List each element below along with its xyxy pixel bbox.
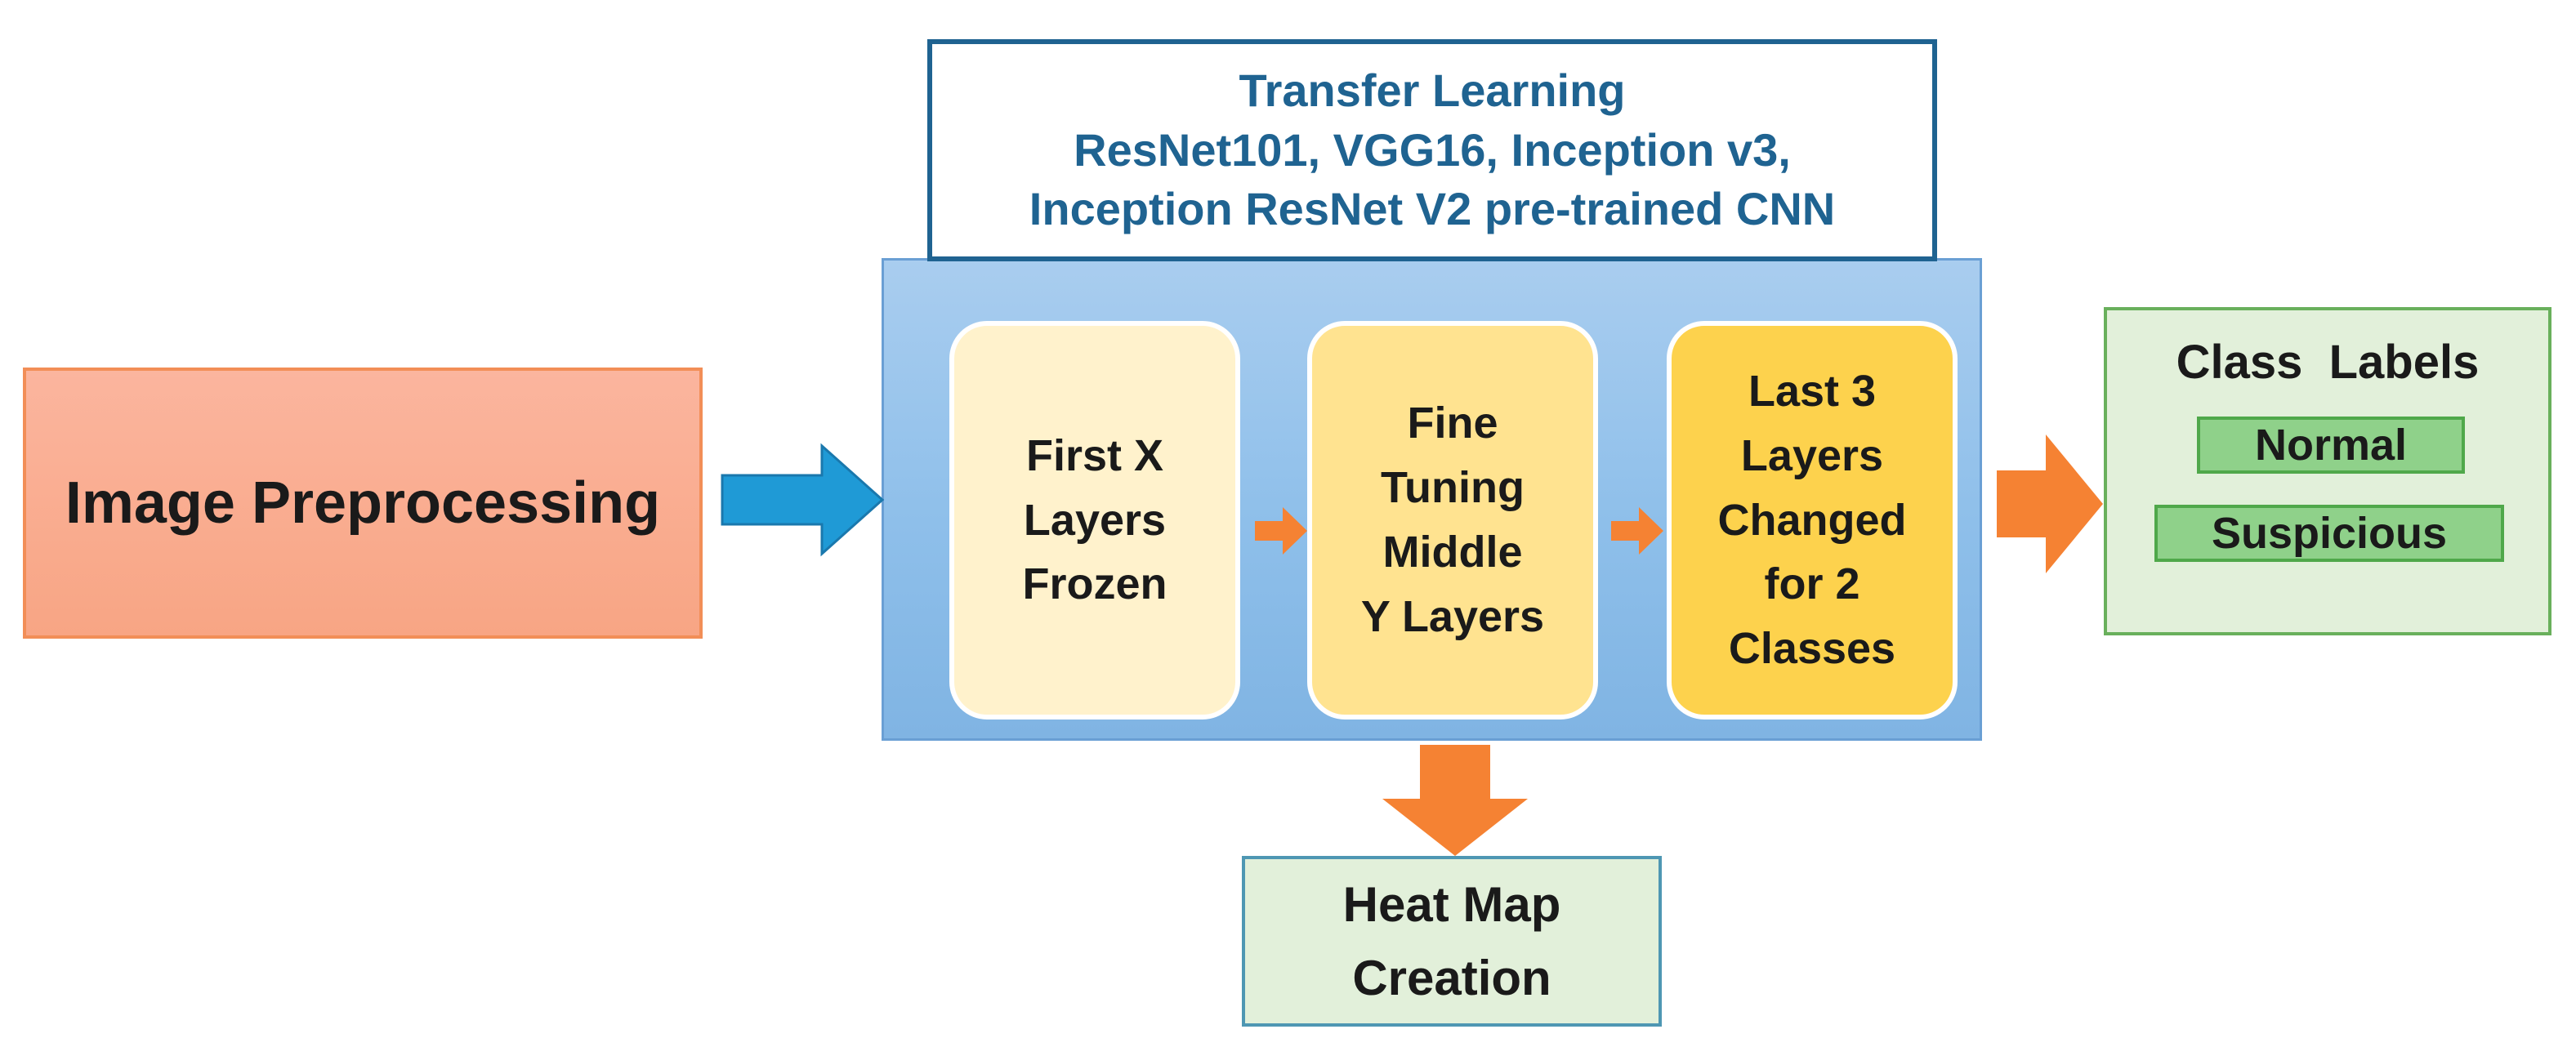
layer-card-fine-tuning: Fine Tuning Middle Y Layers	[1307, 321, 1598, 720]
arrow-card1-to-card2	[1255, 507, 1307, 555]
class-label-suspicious: Suspicious	[2154, 505, 2504, 562]
heat-map-line1: Heat Map	[1342, 876, 1561, 932]
layer-card-line: Classes	[1728, 624, 1896, 674]
layer-card-line: for 2	[1764, 559, 1860, 609]
layer-card-line: Fine	[1407, 399, 1498, 448]
heat-map-creation-box: Heat Map Creation	[1242, 856, 1662, 1027]
layer-card-frozen: First X Layers Frozen	[949, 321, 1240, 720]
arrow-right-icon	[1255, 507, 1307, 555]
layer-card-line: Frozen	[1022, 559, 1167, 609]
arrow-down-icon	[1382, 745, 1528, 856]
layer-card-line: First X	[1025, 430, 1164, 480]
arrow-right-icon	[721, 443, 885, 557]
arrow-preprocessing-to-cnn	[721, 443, 885, 557]
class-labels-box: Class Labels Normal Suspicious	[2104, 307, 2551, 635]
layer-card-last-layers: Last 3 Layers Changed for 2 Classes	[1667, 321, 1958, 720]
layer-card-line: Y Layers	[1360, 591, 1545, 641]
class-labels-title: Class Labels	[2176, 336, 2480, 389]
transfer-learning-box: Transfer Learning ResNet101, VGG16, Ince…	[927, 39, 1937, 261]
layer-card-line: Changed	[1717, 495, 1907, 545]
arrow-cnn-to-class-labels	[1997, 434, 2103, 573]
class-label-normal: Normal	[2197, 417, 2465, 474]
layer-card-line: Layers	[1023, 495, 1167, 545]
image-preprocessing-box: Image Preprocessing	[23, 368, 703, 639]
layer-card-line: Tuning	[1381, 463, 1525, 513]
arrow-cnn-to-heat-map	[1382, 745, 1528, 856]
transfer-learning-models-line1: ResNet101, VGG16, Inception v3,	[1074, 123, 1791, 176]
arrow-card2-to-card3	[1611, 507, 1663, 555]
layer-card-line: Last 3	[1748, 366, 1877, 416]
layer-card-line: Middle	[1382, 528, 1523, 577]
transfer-learning-title: Transfer Learning	[1239, 64, 1626, 116]
transfer-learning-models-line2: Inception ResNet V2 pre-trained CNN	[1029, 183, 1836, 235]
heat-map-line2: Creation	[1352, 950, 1551, 1005]
layer-card-line: Layers	[1740, 430, 1884, 480]
arrow-right-icon	[1997, 434, 2103, 573]
image-preprocessing-label: Image Preprocessing	[65, 470, 661, 536]
arrow-right-icon	[1611, 507, 1663, 555]
